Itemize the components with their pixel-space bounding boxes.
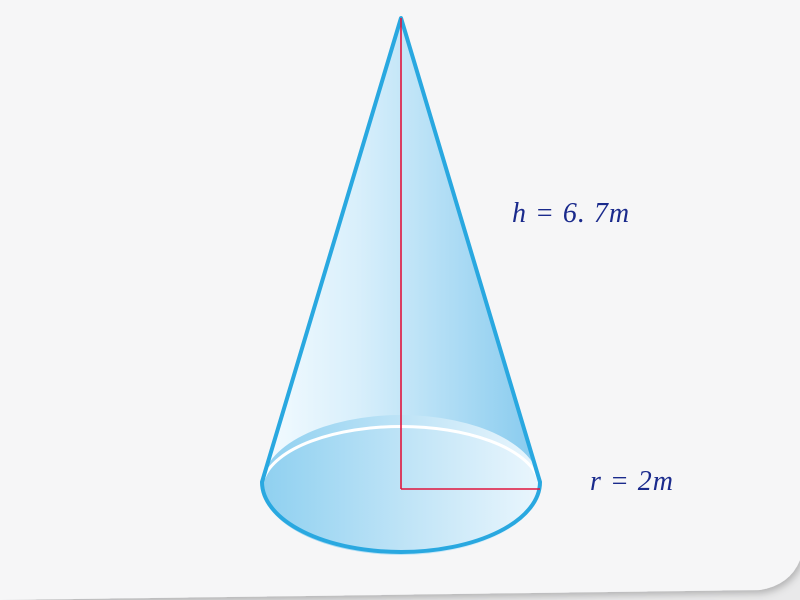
height-label: h = 6. 7m [512, 198, 631, 229]
radius-label: r = 2m [590, 466, 675, 497]
cone-outline [260, 16, 542, 554]
